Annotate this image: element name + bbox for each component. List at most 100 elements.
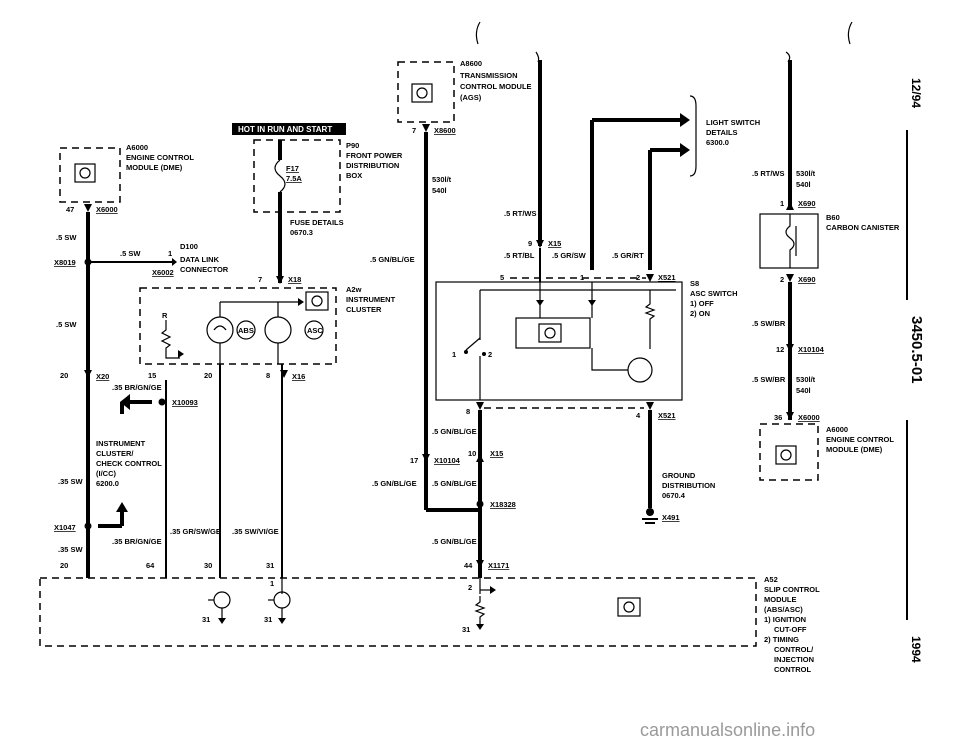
svg-text:X6000: X6000 <box>798 413 820 422</box>
svg-text:X15: X15 <box>548 239 561 248</box>
svg-text:DATA LINK: DATA LINK <box>180 255 220 264</box>
svg-text:2: 2 <box>780 275 784 284</box>
svg-text:31: 31 <box>266 561 274 570</box>
svg-text:(ABS/ASC): (ABS/ASC) <box>764 605 803 614</box>
svg-text:D100: D100 <box>180 242 198 251</box>
svg-text:CUT-OFF: CUT-OFF <box>774 625 807 634</box>
svg-text:ASC SWITCH: ASC SWITCH <box>690 289 738 298</box>
svg-text:CONNECTOR: CONNECTOR <box>180 265 229 274</box>
svg-text:.35 BR/GN/GE: .35 BR/GN/GE <box>112 537 162 546</box>
svg-text:530l/t: 530l/t <box>796 169 816 178</box>
svg-text:X10093: X10093 <box>172 398 198 407</box>
revision-date: 12/94 <box>909 78 923 108</box>
svg-text:X1047: X1047 <box>54 523 76 532</box>
svg-text:.35 SW: .35 SW <box>58 545 84 554</box>
svg-text:31: 31 <box>202 615 210 624</box>
svg-text:6300.0: 6300.0 <box>706 138 729 147</box>
svg-text:5: 5 <box>500 273 504 282</box>
svg-text:.5 SW/BR: .5 SW/BR <box>752 319 786 328</box>
instrument-check-control-ref: X10093 INSTRUMENT CLUSTER/ CHECK CONTROL… <box>96 394 198 528</box>
svg-text:X16: X16 <box>292 372 305 381</box>
svg-text:.35 SW/VI/GE: .35 SW/VI/GE <box>232 527 279 536</box>
svg-text:4: 4 <box>636 411 641 420</box>
svg-text:.5 GR/RT: .5 GR/RT <box>612 251 644 260</box>
svg-text:31: 31 <box>264 615 272 624</box>
svg-text:20: 20 <box>60 371 68 380</box>
svg-text:6200.0: 6200.0 <box>96 479 119 488</box>
svg-text:ENGINE CONTROL: ENGINE CONTROL <box>126 153 194 162</box>
svg-text:(I/CC): (I/CC) <box>96 469 116 478</box>
svg-text:.5 SW: .5 SW <box>56 233 77 242</box>
d100-data-link-connector: D100 DATA LINK X6002 CONNECTOR <box>152 242 229 277</box>
svg-text:DETAILS: DETAILS <box>706 128 738 137</box>
svg-text:.5 RT/WS: .5 RT/WS <box>504 209 537 218</box>
svg-text:7: 7 <box>258 275 262 284</box>
svg-text:CLUSTER/: CLUSTER/ <box>96 449 134 458</box>
scan-mark <box>847 21 853 45</box>
svg-text:.35 BR/GN/GE: .35 BR/GN/GE <box>112 383 162 392</box>
svg-text:31: 31 <box>462 625 470 634</box>
svg-text:530l/t: 530l/t <box>796 375 816 384</box>
svg-text:MODULE (DME): MODULE (DME) <box>826 445 883 454</box>
svg-text:.35 GR/SW/GE: .35 GR/SW/GE <box>170 527 221 536</box>
page-margin: 12/94 3450.5-01 1994 <box>906 78 925 663</box>
s8-asc-switch: 5 1 2 X521 1 2 S8 ASC SWITCH 1) OFF 2) O… <box>435 273 738 401</box>
svg-text:2) ON: 2) ON <box>690 309 710 318</box>
svg-text:2: 2 <box>468 583 472 592</box>
svg-text:.5 SW: .5 SW <box>56 320 77 329</box>
svg-text:.5 GN/BL/GE: .5 GN/BL/GE <box>370 255 415 264</box>
svg-text:X15: X15 <box>490 449 503 458</box>
svg-text:MODULE (DME): MODULE (DME) <box>126 163 183 172</box>
svg-text:20: 20 <box>60 561 68 570</box>
svg-text:.5 SW: .5 SW <box>120 249 141 258</box>
svg-text:A6000: A6000 <box>126 143 148 152</box>
svg-text:F17: F17 <box>286 164 299 173</box>
svg-text:30: 30 <box>204 561 212 570</box>
svg-text:BOX: BOX <box>346 171 362 180</box>
svg-text:X690: X690 <box>798 275 816 284</box>
a8600-transmission-module: A8600 TRANSMISSION CONTROL MODULE (AGS) <box>397 59 532 123</box>
p90-front-power-box: P90 FRONT POWER DISTRIBUTION BOX F17 7.5… <box>253 139 403 213</box>
light-switch-ref: LIGHT SWITCH DETAILS 6300.0 <box>590 95 760 270</box>
svg-text:B60: B60 <box>826 213 840 222</box>
svg-text:2: 2 <box>488 350 492 359</box>
svg-text:TRANSMISSION: TRANSMISSION <box>460 71 518 80</box>
svg-text:47: 47 <box>66 205 74 214</box>
svg-text:X521: X521 <box>658 411 676 420</box>
svg-text:CONTROL: CONTROL <box>774 665 811 674</box>
svg-text:.5 RT/BL: .5 RT/BL <box>504 251 535 260</box>
svg-text:X10104: X10104 <box>434 456 461 465</box>
svg-text:.5 GN/BL/GE: .5 GN/BL/GE <box>372 479 417 488</box>
svg-text:0670.4: 0670.4 <box>662 491 686 500</box>
svg-text:ENGINE CONTROL: ENGINE CONTROL <box>826 435 894 444</box>
svg-text:7: 7 <box>412 126 416 135</box>
svg-text:CARBON CANISTER: CARBON CANISTER <box>826 223 900 232</box>
page-code: 3450.5-01 <box>908 316 925 384</box>
svg-text:540l: 540l <box>432 186 447 195</box>
svg-text:SLIP CONTROL: SLIP CONTROL <box>764 585 820 594</box>
svg-text:8: 8 <box>466 407 470 416</box>
svg-text:9: 9 <box>528 239 532 248</box>
svg-text:530l/t: 530l/t <box>432 175 452 184</box>
svg-text:15: 15 <box>148 371 156 380</box>
svg-text:.5 GN/BL/GE: .5 GN/BL/GE <box>432 427 477 436</box>
svg-text:A8600: A8600 <box>460 59 482 68</box>
page-year: 1994 <box>909 636 923 663</box>
svg-text:X8600: X8600 <box>434 126 456 135</box>
svg-text:P90: P90 <box>346 141 359 150</box>
svg-text:X690: X690 <box>798 199 816 208</box>
svg-text:44: 44 <box>464 561 473 570</box>
svg-text:A6000: A6000 <box>826 425 848 434</box>
svg-text:HOT IN RUN AND START: HOT IN RUN AND START <box>238 125 332 134</box>
svg-text:S8: S8 <box>690 279 699 288</box>
svg-text:FUSE DETAILS: FUSE DETAILS <box>290 218 344 227</box>
svg-text:INJECTION: INJECTION <box>774 655 814 664</box>
hot-in-run-banner: HOT IN RUN AND START <box>232 123 346 135</box>
svg-text:INSTRUMENT: INSTRUMENT <box>346 295 396 304</box>
svg-text:1: 1 <box>168 249 172 258</box>
svg-text:1) OFF: 1) OFF <box>690 299 714 308</box>
a2w-instrument-cluster: A2w INSTRUMENT CLUSTER R ABS ASC <box>139 285 396 365</box>
svg-text:7.5A: 7.5A <box>286 174 302 183</box>
svg-text:A52: A52 <box>764 575 778 584</box>
svg-text:X18: X18 <box>288 275 301 284</box>
